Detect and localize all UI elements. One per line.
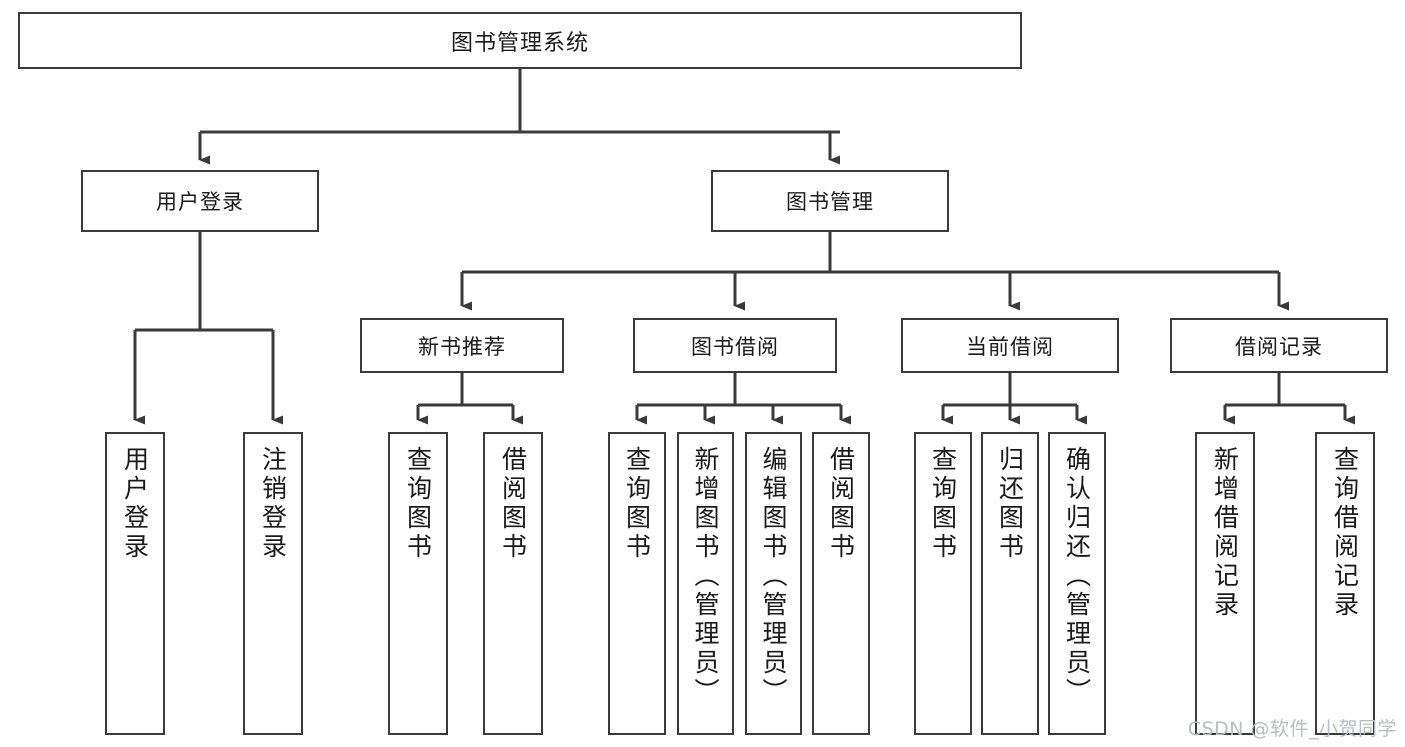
node-label: 查询借阅记录: [1330, 446, 1360, 620]
node-level3-3[interactable]: 借阅记录: [1170, 318, 1388, 373]
node-label: 查询图书: [928, 446, 958, 562]
node-label: 借阅记录: [1235, 334, 1323, 359]
node-label: 新增图书（管理员）: [691, 446, 720, 707]
node-leaf-2[interactable]: 查询图书: [388, 432, 448, 735]
node-label: 图书管理系统: [450, 30, 589, 56]
node-label: 编辑图书（管理员）: [759, 446, 788, 707]
node-leaf-9[interactable]: 归还图书: [981, 432, 1039, 735]
node-label: 归还图书: [995, 446, 1025, 562]
node-label: 查询图书: [403, 446, 433, 562]
node-level3-2[interactable]: 当前借阅: [901, 318, 1119, 373]
node-label: 用户登录: [156, 190, 244, 214]
node-level2-1[interactable]: 图书管理: [711, 170, 949, 232]
node-label: 借阅图书: [498, 446, 528, 562]
node-label: 图书管理: [786, 190, 874, 214]
node-leaf-12[interactable]: 查询借阅记录: [1315, 432, 1375, 735]
node-leaf-1[interactable]: 注销登录: [243, 432, 303, 735]
node-label: 注销登录: [258, 446, 288, 562]
node-label: 当前借阅: [966, 334, 1054, 359]
node-leaf-10[interactable]: 确认归还（管理员）: [1048, 432, 1106, 735]
node-level3-0[interactable]: 新书推荐: [360, 318, 564, 373]
node-label: 确认归还（管理员）: [1062, 446, 1092, 707]
node-level2-0[interactable]: 用户登录: [81, 170, 319, 232]
node-leaf-11[interactable]: 新增借阅记录: [1195, 432, 1255, 735]
node-label: 借阅图书: [826, 446, 856, 562]
node-level3-1[interactable]: 图书借阅: [633, 318, 837, 373]
node-label: 新书推荐: [418, 334, 506, 359]
node-leaf-0[interactable]: 用户登录: [105, 432, 165, 735]
node-label: 新增借阅记录: [1210, 446, 1240, 620]
node-leaf-8[interactable]: 查询图书: [914, 432, 972, 735]
node-leaf-3[interactable]: 借阅图书: [483, 432, 543, 735]
node-leaf-7[interactable]: 借阅图书: [812, 432, 870, 735]
node-label: 查询图书: [622, 446, 652, 562]
node-label: 用户登录: [120, 446, 150, 562]
node-leaf-4[interactable]: 查询图书: [608, 432, 666, 735]
node-leaf-5[interactable]: 新增图书（管理员）: [677, 432, 734, 735]
node-root[interactable]: 图书管理系统: [18, 12, 1022, 69]
node-leaf-6[interactable]: 编辑图书（管理员）: [745, 432, 802, 735]
node-label: 图书借阅: [691, 334, 779, 359]
